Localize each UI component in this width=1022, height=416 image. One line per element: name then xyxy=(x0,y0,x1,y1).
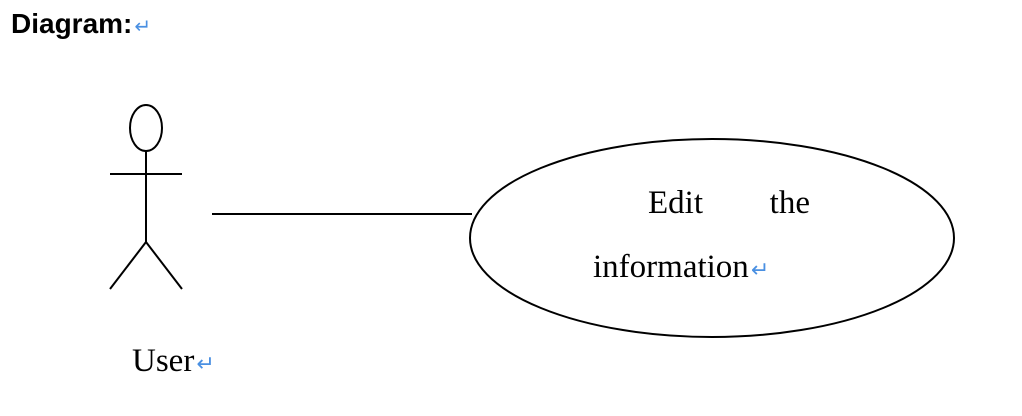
actor-label-text: User xyxy=(132,343,195,379)
use-case-label-line1: Edit the xyxy=(648,182,810,224)
stick-figure-actor-icon xyxy=(109,104,183,290)
heading-text: Diagram: xyxy=(11,8,133,39)
use-case-word-information: information xyxy=(593,249,749,285)
page-heading: Diagram:↵ xyxy=(11,4,151,46)
use-case-label-line2: information↵ xyxy=(593,246,769,292)
use-case-ellipse xyxy=(469,138,955,338)
actor-label: User↵ xyxy=(132,340,215,386)
use-case-word-the: the xyxy=(769,185,810,221)
actor-head xyxy=(129,104,163,152)
use-case-word-edit: Edit xyxy=(648,185,703,221)
paragraph-return-icon: ↵ xyxy=(750,258,770,283)
paragraph-return-icon: ↵ xyxy=(196,352,215,377)
actor-left-leg xyxy=(109,241,147,290)
actor-right-leg xyxy=(145,241,183,290)
paragraph-return-icon: ↵ xyxy=(134,14,152,38)
